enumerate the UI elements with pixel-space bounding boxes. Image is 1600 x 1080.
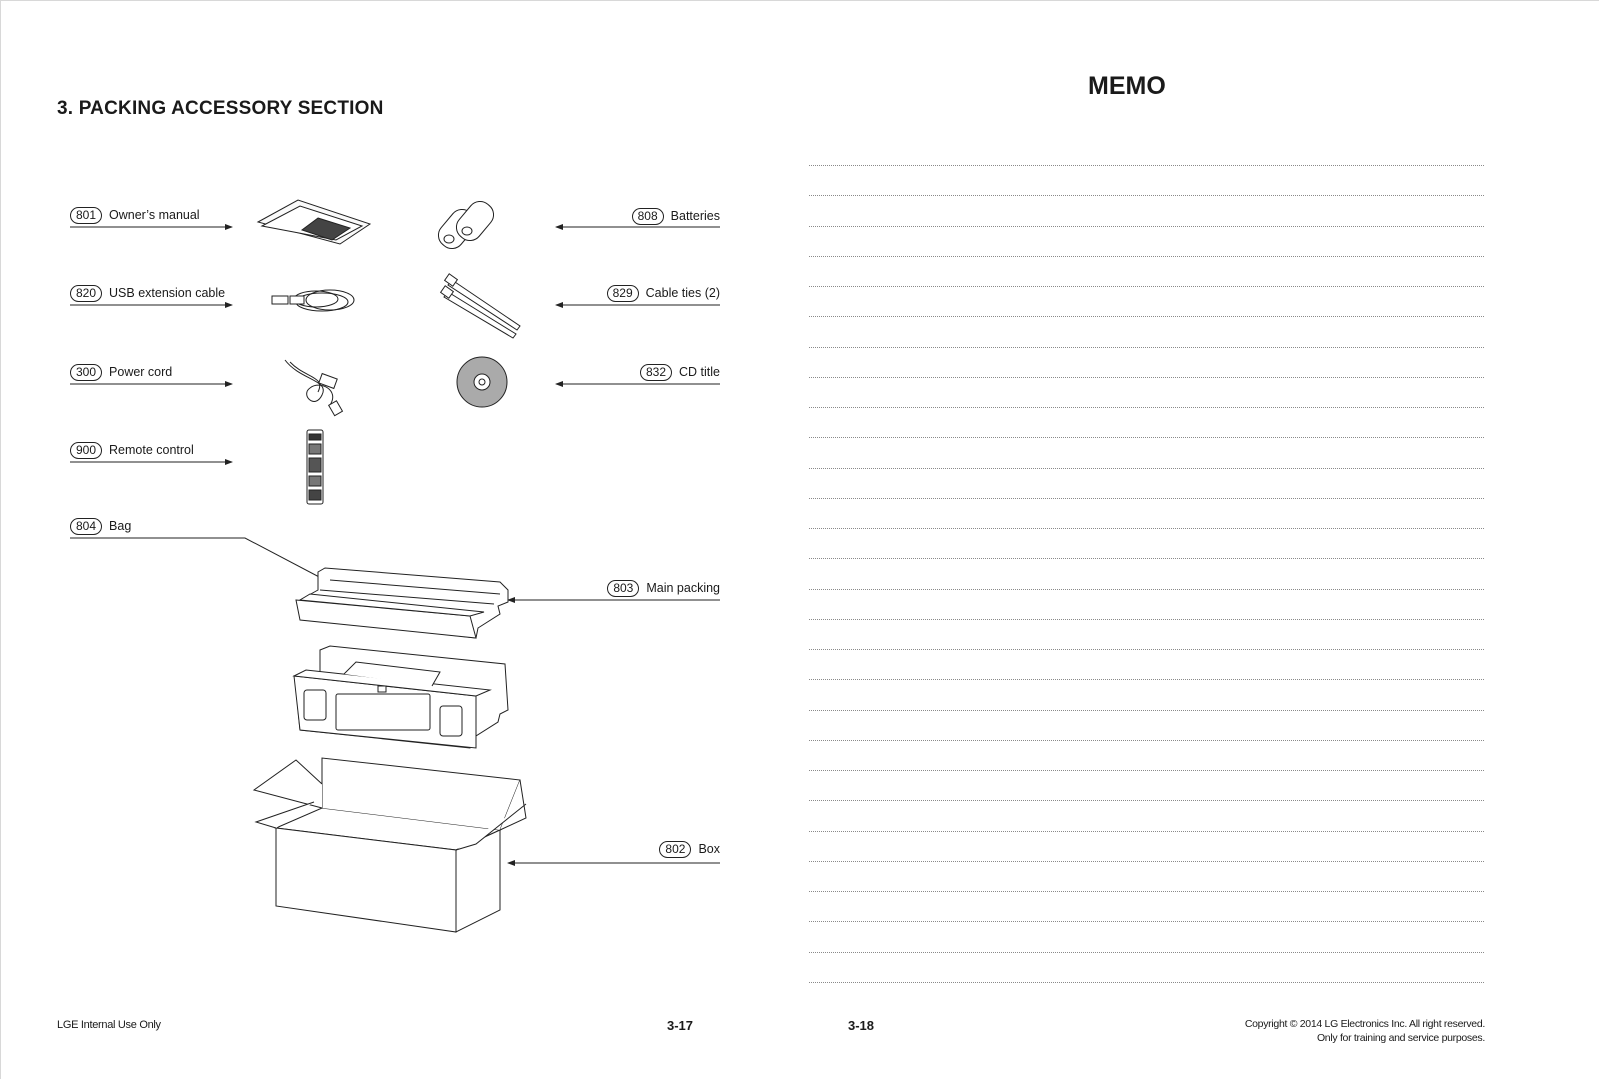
callout-cd-title: 832 CD title — [520, 362, 720, 382]
memo-line — [809, 528, 1484, 558]
copyright-notice: Copyright © 2014 LG Electronics Inc. All… — [1245, 1018, 1485, 1045]
callout-box: 802 Box — [520, 839, 720, 859]
copyright-line: Copyright © 2014 LG Electronics Inc. All… — [1244, 1018, 1485, 1030]
memo-line — [809, 981, 1484, 1012]
main-packing-foam-lower-icon — [292, 645, 509, 749]
part-name: Owner’s manual — [109, 208, 200, 222]
memo-line — [809, 497, 1484, 528]
part-name: Box — [698, 842, 720, 856]
memo-line — [809, 830, 1484, 861]
memo-line — [809, 255, 1484, 286]
usb-cable-icon — [271, 289, 355, 312]
power-cord-icon — [284, 359, 344, 417]
memo-line — [809, 891, 1484, 921]
part-number-badge: 804 — [70, 517, 103, 535]
part-number-badge: 829 — [606, 284, 639, 302]
memo-line — [809, 618, 1484, 649]
footer-internal-use: LGE Internal Use Only — [57, 1019, 161, 1031]
callout-power-cord: 300 Power cord — [70, 362, 172, 382]
remote-control-icon — [306, 429, 324, 505]
memo-line — [809, 165, 1484, 195]
page-number-right: 3-18 — [848, 1018, 875, 1033]
part-name: Bag — [109, 519, 132, 533]
part-number-badge: 808 — [631, 207, 664, 225]
memo-line — [809, 195, 1484, 225]
memo-line — [809, 921, 1484, 951]
memo-line — [809, 588, 1484, 619]
section-title: 3. PACKING ACCESSORY SECTION — [57, 98, 384, 119]
callout-usb-extension-cable: 820 USB extension cable — [70, 283, 225, 303]
memo-ruled-lines — [809, 165, 1484, 1012]
part-name: USB extension cable — [109, 286, 226, 300]
callout-batteries: 808 Batteries — [520, 206, 720, 226]
part-name: CD title — [679, 365, 720, 379]
part-number-badge: 803 — [607, 579, 640, 597]
memo-title: MEMO — [1088, 72, 1166, 100]
main-packing-foam-icon — [295, 567, 509, 639]
memo-line — [809, 679, 1484, 709]
part-number-badge: 801 — [70, 206, 103, 224]
page-number-left: 3-17 — [667, 1018, 694, 1033]
memo-line — [809, 225, 1484, 256]
cd-icon — [456, 356, 508, 408]
part-number-badge: 900 — [70, 441, 103, 459]
memo-line — [809, 376, 1484, 407]
memo-line — [809, 407, 1484, 437]
memo-line — [809, 558, 1484, 588]
cable-ties-icon — [439, 273, 521, 339]
part-number-badge: 802 — [659, 840, 692, 858]
memo-line — [809, 800, 1484, 830]
leader-line-bag — [70, 537, 343, 590]
memo-line — [809, 951, 1484, 982]
memo-line — [809, 316, 1484, 346]
memo-line — [809, 649, 1484, 679]
part-name: Main packing — [646, 581, 720, 595]
memo-line — [809, 467, 1484, 498]
part-number-badge: 300 — [70, 363, 103, 381]
leader-lines — [70, 224, 720, 866]
callout-owners-manual: 801 Owner’s manual — [70, 205, 200, 225]
part-number-badge: 820 — [70, 284, 103, 302]
memo-line — [809, 860, 1484, 891]
batteries-icon — [437, 200, 495, 250]
memo-line — [809, 739, 1484, 770]
callout-cable-ties: 829 Cable ties (2) — [520, 283, 720, 303]
memo-line — [809, 286, 1484, 316]
callout-remote-control: 900 Remote control — [70, 440, 194, 460]
part-name: Power cord — [109, 365, 173, 379]
callout-bag: 804 Bag — [70, 516, 131, 536]
memo-line — [809, 770, 1484, 800]
box-icon — [252, 757, 527, 933]
part-number-badge: 832 — [639, 363, 673, 381]
copyright-line: Only for training and service purposes. — [1316, 1031, 1485, 1044]
memo-line — [809, 709, 1484, 740]
owners-manual-icon — [256, 199, 372, 245]
part-name: Cable ties (2) — [645, 286, 720, 300]
memo-line — [809, 346, 1484, 377]
part-name: Batteries — [670, 209, 720, 223]
callout-main-packing: 803 Main packing — [520, 578, 720, 598]
part-name: Remote control — [109, 443, 194, 457]
memo-line — [809, 437, 1484, 467]
